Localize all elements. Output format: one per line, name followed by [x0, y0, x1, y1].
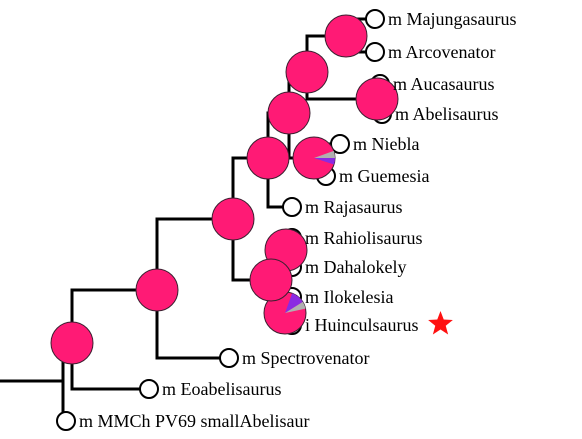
tip-label-rahiolisaurus: m Rahiolisaurus	[305, 228, 423, 248]
tip-taxon-name: Guemesia	[358, 166, 430, 186]
tip-state-code: m	[388, 9, 407, 29]
node-pie-wedge	[314, 158, 335, 165]
tip-label-majungasaurus: m Majungasaurus	[388, 9, 517, 29]
tip-label-mmch-pv69: m MMCh PV69 smallAbelisaur	[79, 411, 310, 431]
tip-taxon-name: Spectrovenator	[261, 348, 370, 368]
node-pie-disc	[267, 91, 311, 135]
tip-label-niebla: m Niebla	[353, 134, 420, 154]
node-niebla-guemesia-ancestral-state-pie	[292, 136, 336, 180]
tip-label-arcovenator: m Arcovenator	[388, 42, 495, 62]
node-pie-wedge	[285, 293, 303, 313]
node-pie-disc	[355, 77, 399, 121]
tip-label-spectrovenator: m Spectrovenator	[242, 348, 369, 368]
tip-state-code: m	[305, 228, 324, 248]
tip-taxon-name: Rajasaurus	[324, 197, 403, 217]
node-pie-disc	[324, 14, 368, 58]
node-pie-disc	[135, 268, 179, 312]
tip-state-code: m	[388, 42, 406, 62]
tip-taxon-name: Aucasaurus	[411, 74, 495, 94]
highlight-star-icon	[428, 311, 453, 335]
node-pie-disc	[50, 321, 94, 365]
tip-state-code: m	[242, 348, 261, 368]
tip-taxon-name: MMCh PV69 smallAbelisaur	[98, 411, 310, 431]
node-abelisauridae-plus-spectrovenator-ancestral-state-pie	[211, 197, 255, 241]
node-aucasaurus-abelisaurus-ancestral-state-pie	[355, 77, 399, 121]
tip-state-code: i	[305, 315, 315, 335]
tip-label-ilokelesia: m Ilokelesia	[305, 287, 394, 307]
tip-marker-arcovenator	[365, 42, 385, 62]
node-pie-disc	[211, 197, 255, 241]
node-root-ancestral-state-pie	[50, 321, 94, 365]
node-markers	[50, 14, 399, 365]
node-pie-disc	[246, 136, 290, 180]
tip-taxon-name: Dahalokely	[324, 257, 407, 277]
tip-taxon-name: Rahiolisaurus	[324, 228, 423, 248]
node-abelisauroidea-core-ancestral-state-pie	[135, 268, 179, 312]
tip-state-code: m	[162, 379, 181, 399]
tip-state-code: m	[339, 166, 358, 186]
node-pie-disc	[285, 50, 329, 94]
node-furileusauria-core-ancestral-state-pie	[267, 91, 311, 135]
tip-label-abelisaurus: m Abelisaurus	[395, 104, 499, 124]
tip-state-code: m	[305, 287, 324, 307]
node-pie-wedge	[314, 150, 335, 158]
tip-marker-majungasaurus	[365, 9, 385, 29]
tip-taxon-name: Ilokelesia	[324, 287, 394, 307]
tip-taxon-name: Majungasaurus	[407, 9, 517, 29]
node-majungasaurus-arcovenator-ancestral-state-pie	[324, 14, 368, 58]
tip-taxon-name: Abelisaurus	[413, 104, 499, 124]
tip-taxon-name: Arcovenator	[406, 42, 496, 62]
tip-state-code: m	[393, 74, 411, 94]
tip-state-code: m	[353, 134, 372, 154]
tip-label-eoabelisaurus: m Eoabelisaurus	[162, 379, 281, 399]
tip-label-dahalokely: m Dahalokely	[305, 257, 406, 277]
node-pie-wedge	[285, 301, 306, 313]
tip-marker-niebla	[330, 134, 350, 154]
tip-taxon-name: Huinculsaurus	[315, 315, 419, 335]
tip-marker-mmch-pv69	[56, 411, 76, 431]
tip-state-code: m	[305, 257, 324, 277]
tip-label-rajasaurus: m Rajasaurus	[305, 197, 403, 217]
tip-marker-eoabelisaurus	[139, 379, 159, 399]
node-brachyrostra-group-ancestral-state-pie	[249, 258, 293, 302]
node-pie-disc	[249, 258, 293, 302]
tip-marker-spectrovenator	[219, 348, 239, 368]
tip-marker-rajasaurus	[282, 197, 302, 217]
node-abelisauridae-core-ancestral-state-pie	[246, 136, 290, 180]
tip-state-code: m	[395, 104, 413, 124]
node-majungasaurinae-core-ancestral-state-pie	[285, 50, 329, 94]
tip-label-aucasaurus: m Aucasaurus	[393, 74, 495, 94]
tip-taxon-name: Eoabelisaurus	[181, 379, 282, 399]
tip-state-code: m	[305, 197, 324, 217]
node-ilokelesia-huinculsaurus-ancestral-state-pie	[263, 291, 307, 335]
tip-label-guemesia: m Guemesia	[339, 166, 430, 186]
tip-taxon-name: Niebla	[372, 134, 420, 154]
tip-state-code: m	[79, 411, 98, 431]
tip-label-huinculsaurus: i Huinculsaurus	[305, 315, 419, 335]
